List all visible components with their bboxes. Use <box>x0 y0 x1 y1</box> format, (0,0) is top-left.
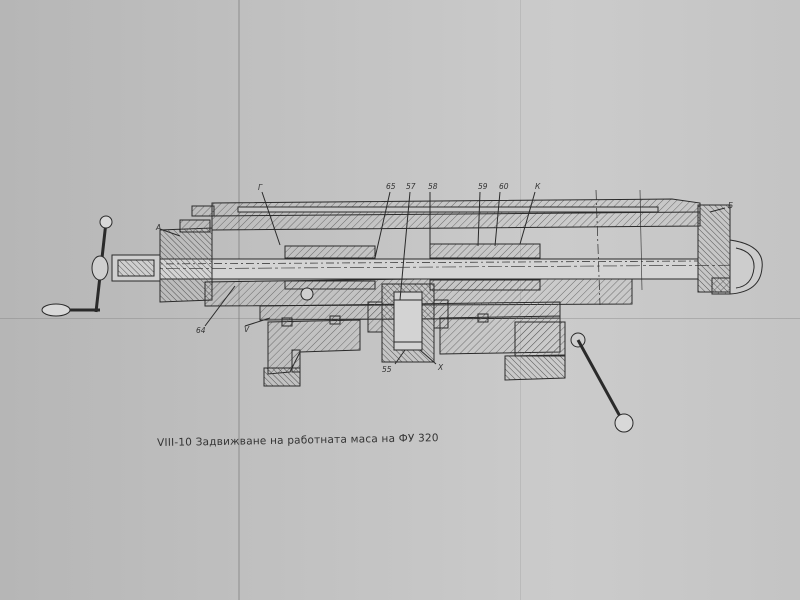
lower-crank-knob <box>614 413 634 433</box>
knee-base <box>267 319 361 375</box>
lower-crank-housing <box>514 321 566 357</box>
callout-65: 65 <box>386 182 396 191</box>
callout-v: V <box>244 325 250 334</box>
callout-b: Б <box>728 201 733 210</box>
callout-60: 60 <box>499 182 509 191</box>
callout-k: К <box>535 182 541 191</box>
callout-64: 64 <box>196 326 206 335</box>
callout-g: Г <box>258 183 263 192</box>
screw-nut-left <box>284 245 376 259</box>
left-bearing-housing <box>159 227 213 303</box>
right-end-cover <box>729 239 763 295</box>
lead-screw <box>149 258 699 280</box>
callout-a: А <box>155 223 161 232</box>
callout-57: 57 <box>406 182 416 191</box>
table-slot <box>237 206 659 213</box>
screw-nut-right <box>429 243 541 259</box>
callout-55: 55 <box>382 365 392 374</box>
callout-58: 58 <box>428 182 438 191</box>
handwheel-grip <box>41 303 71 317</box>
callout-x: X <box>437 363 444 372</box>
callout-59: 59 <box>478 182 488 191</box>
